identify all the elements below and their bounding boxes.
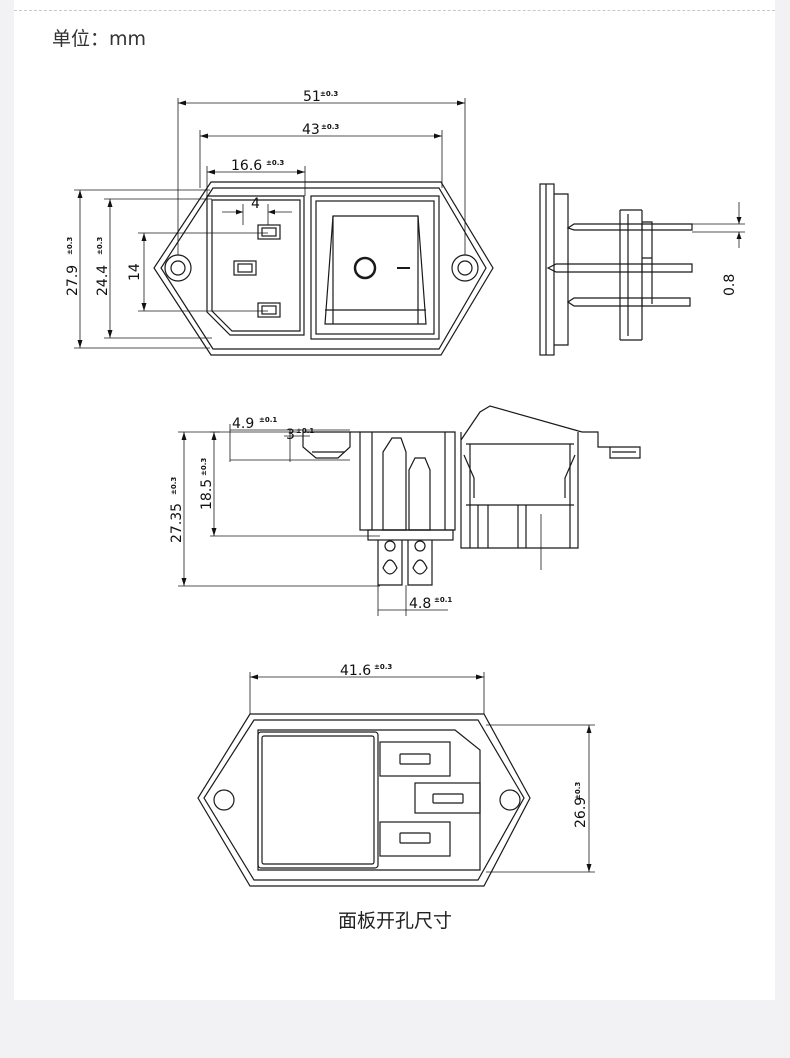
socket-pin-top	[257, 224, 281, 240]
dim-overall-height: 27.9	[65, 265, 81, 296]
socket-outline	[206, 195, 305, 336]
mounting-hole-left	[164, 254, 192, 282]
unit-label: 单位：mm	[52, 28, 147, 50]
dim-body-depth: 18.5	[199, 479, 215, 510]
dim-pin-thickness: 0.8	[722, 274, 738, 296]
dim-body-height: 24.4	[95, 265, 111, 296]
dim-flange-thickness: 3	[286, 427, 295, 443]
dim-cutout-height-tol: ±0.3	[574, 782, 582, 800]
dim-socket-width: 16.6	[231, 158, 262, 174]
dim-overall-width-tol: ±0.3	[320, 90, 338, 98]
dim-pin-offset: 4	[251, 196, 260, 212]
content-card	[14, 0, 775, 1000]
rocker-switch-frame	[310, 195, 440, 340]
dim-flange-depth: 4.9	[232, 416, 254, 432]
dim-cutout-height: 26.9	[573, 797, 589, 828]
socket-pin-bottom	[257, 302, 281, 318]
side-view-right	[539, 183, 745, 356]
dim-body-height-tol: ±0.3	[96, 237, 104, 255]
dim-hole-spacing-tol: ±0.3	[321, 123, 339, 131]
dim-cutout-width: 41.6	[340, 663, 371, 679]
top-divider	[14, 10, 775, 11]
dim-body-depth-tol: ±0.3	[200, 458, 208, 476]
rocker-switch	[324, 215, 427, 325]
side-view-middle	[178, 405, 641, 616]
dim-terminal-width: 4.8	[409, 596, 431, 612]
dim-cutout-width-tol: ±0.3	[374, 663, 392, 671]
dim-pin-span: 14	[127, 263, 143, 281]
switch-indicator	[353, 256, 377, 280]
cutout-hole-right	[499, 789, 521, 811]
dim-overall-height-tol: ±0.3	[66, 237, 74, 255]
panel-cutout-view	[197, 672, 595, 887]
dim-flange-depth-tol: ±0.1	[259, 416, 277, 424]
dim-overall-width: 51	[303, 89, 321, 105]
front-view	[74, 98, 494, 356]
dim-socket-width-tol: ±0.3	[266, 159, 284, 167]
dim-terminal-width-tol: ±0.1	[434, 596, 452, 604]
mounting-hole-right	[451, 254, 479, 282]
dim-hole-spacing: 43	[302, 122, 320, 138]
socket-pin-middle	[233, 260, 257, 276]
cutout-hole-left	[213, 789, 235, 811]
dim-total-depth-tol: ±0.3	[170, 477, 178, 495]
cutout-caption: 面板开孔尺寸	[337, 910, 452, 932]
dim-flange-thickness-tol: ±0.1	[296, 427, 314, 435]
dim-total-depth: 27.35	[169, 503, 185, 543]
